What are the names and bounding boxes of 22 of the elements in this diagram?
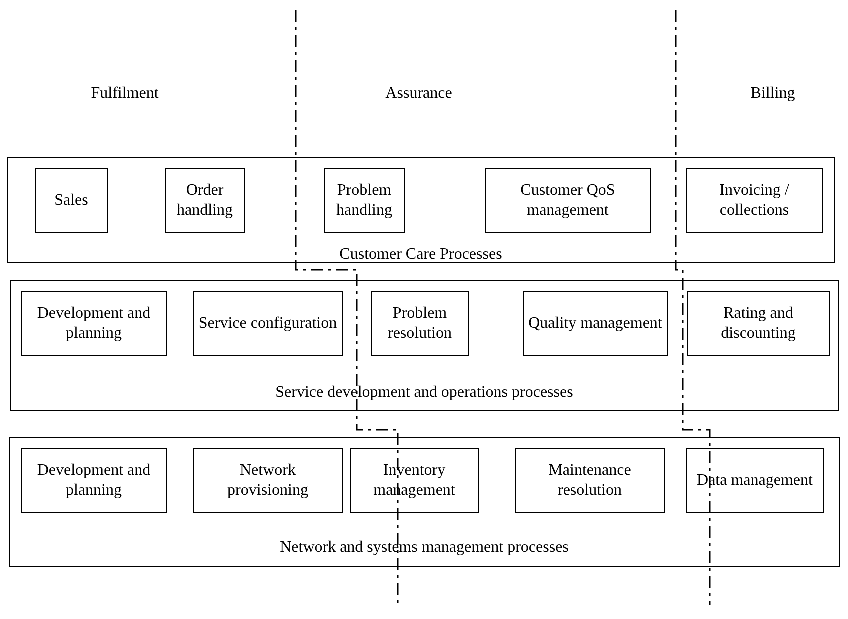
- process-layer-band: [9, 437, 840, 567]
- process-layer-band: [7, 157, 835, 263]
- process-box: Service configuration: [193, 291, 343, 356]
- process-box: Network provisioning: [193, 448, 343, 513]
- column-heading: Fulfilment: [91, 85, 159, 103]
- layer-title: Service development and operations processes: [276, 384, 574, 402]
- layer-title: Network and systems management processes: [280, 539, 569, 557]
- process-layer-band: [10, 280, 839, 411]
- process-box: Customer QoS management: [485, 168, 651, 233]
- layer-title: Customer Care Processes: [340, 246, 502, 264]
- process-box: Rating and discounting: [687, 291, 830, 356]
- process-box: Problem handling: [324, 168, 405, 233]
- process-box: Development and planning: [21, 448, 167, 513]
- process-box: Order handling: [165, 168, 245, 233]
- process-box: Development and planning: [21, 291, 167, 356]
- process-box: Maintenance resolution: [515, 448, 665, 513]
- column-heading: Billing: [750, 85, 796, 103]
- process-box: Invoicing / collections: [686, 168, 823, 233]
- process-box: Quality management: [523, 291, 668, 356]
- process-box: Sales: [35, 168, 108, 233]
- process-box: Problem resolution: [371, 291, 469, 356]
- column-heading: Assurance: [386, 85, 452, 103]
